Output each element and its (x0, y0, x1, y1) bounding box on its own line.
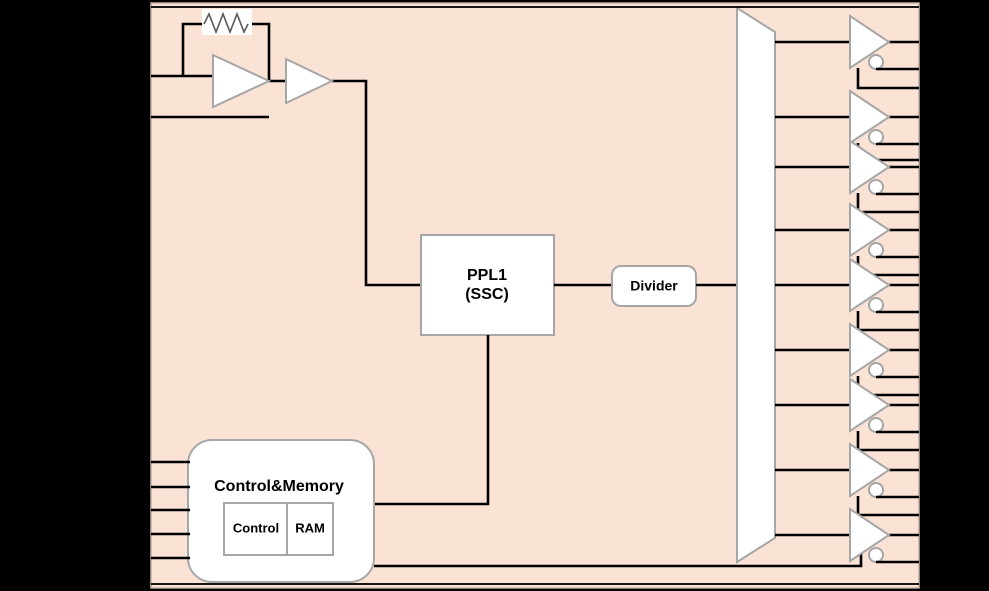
buffer-inverting-bubble (868, 242, 884, 258)
pll1-block[interactable] (420, 234, 555, 336)
control-sub-block[interactable] (223, 502, 288, 556)
buffer-inverting-bubble (868, 54, 884, 70)
buffer-triangle (849, 322, 891, 378)
pll-to-control-wire (374, 335, 490, 506)
differential-output-buffer[interactable] (849, 139, 919, 214)
buffer-triangle (849, 257, 891, 313)
buffer-inverting-bubble (868, 179, 884, 195)
buffer-inverted-output-wire (856, 68, 919, 90)
oscillator-buffer-amplifier (285, 57, 335, 105)
buffer-inverting-bubble (868, 362, 884, 378)
ram-sub-block[interactable] (286, 502, 334, 556)
buffer-inverting-bubble (868, 417, 884, 433)
buffer-triangle (849, 377, 891, 433)
control-sub-label: Control (233, 520, 279, 535)
differential-output-buffer[interactable] (849, 14, 919, 90)
clock-fanout-mux[interactable] (736, 6, 776, 564)
oscillator-wiring (151, 22, 421, 287)
pll1-label-line1: PPL1 (467, 267, 507, 284)
buffer-triangle (849, 14, 891, 70)
differential-output-buffer[interactable] (849, 202, 919, 277)
buffer-triangle (849, 442, 891, 498)
buffer-triangle (849, 507, 891, 563)
buffer-inverting-bubble (868, 547, 884, 563)
buffer-triangle (849, 139, 891, 195)
oscillator-amplifier (212, 53, 272, 109)
fanout-output-wire-group (775, 40, 851, 537)
buffer-triangle (849, 202, 891, 258)
divider-label: Divider (630, 278, 678, 294)
differential-output-buffer[interactable] (849, 377, 919, 452)
control-memory-label: Control&Memory (214, 478, 344, 495)
buffer-inverting-bubble (868, 129, 884, 145)
differential-output-buffer[interactable] (849, 322, 919, 397)
buffer-triangle (849, 89, 891, 145)
ram-sub-label: RAM (295, 520, 325, 535)
buffer-inverting-bubble (868, 297, 884, 313)
left-input-pin-group (151, 460, 190, 560)
feedback-resistor (202, 9, 252, 35)
buffer-inverting-bubble (868, 482, 884, 498)
differential-output-buffer[interactable] (849, 507, 919, 564)
pll1-label-line2: (SSC) (465, 286, 509, 303)
